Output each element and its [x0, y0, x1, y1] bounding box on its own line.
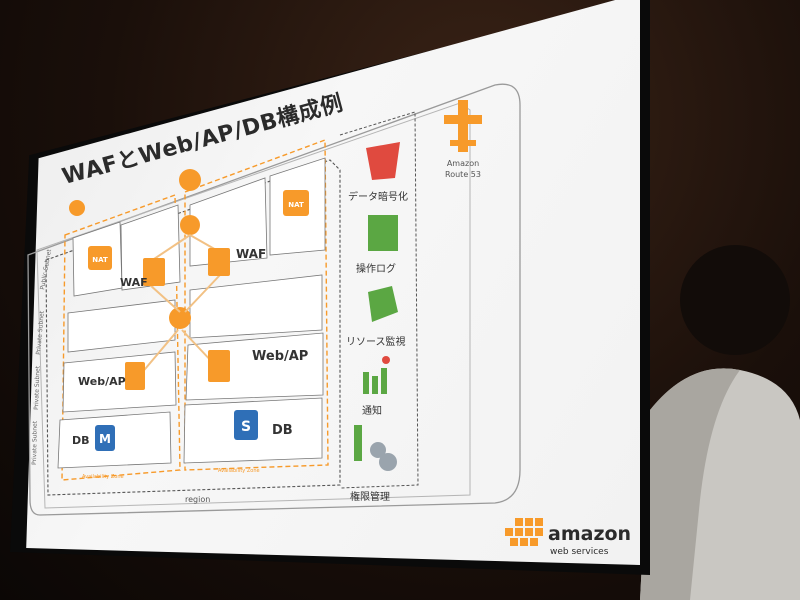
- s3-bucket-icon: [366, 142, 400, 180]
- nat-instance-right: NAT: [283, 190, 309, 216]
- waf-label: WAF: [236, 247, 266, 261]
- service-item-notification: 通知: [362, 356, 390, 417]
- svg-text:Private Subnet: Private Subnet: [35, 310, 46, 355]
- svg-text:権限管理: 権限管理: [350, 490, 390, 503]
- az-label-right: Availability Zone: [218, 468, 260, 474]
- cloud-icon: [69, 200, 85, 216]
- svg-text:S: S: [241, 419, 251, 435]
- availability-zone-right: [184, 138, 329, 471]
- svg-text:NAT: NAT: [92, 256, 108, 264]
- region-label: region: [185, 495, 210, 504]
- db-label: DB: [272, 423, 293, 438]
- svg-text:NAT: NAT: [288, 201, 304, 209]
- cloudwatch-icon: [368, 286, 398, 322]
- webap-group-right: Web/AP: [208, 349, 308, 382]
- iam-icon: [354, 425, 397, 471]
- waf-group-left: WAF: [120, 258, 165, 289]
- svg-text:通知: 通知: [362, 404, 382, 417]
- db-label: DB: [72, 434, 90, 447]
- aws-logo: amazon web services: [505, 518, 631, 557]
- brand-wordmark: amazon: [548, 523, 631, 545]
- waf-group-right: WAF: [208, 247, 266, 276]
- svg-text:M: M: [99, 432, 111, 446]
- svg-text:Private Subnet: Private Subnet: [31, 420, 39, 465]
- svg-text:web services: web services: [550, 547, 609, 557]
- route53-icon: [444, 100, 482, 152]
- svg-text:データ暗号化: データ暗号化: [348, 190, 408, 203]
- webap-group-left: Web/AP: [78, 362, 145, 390]
- webap-label: Web/AP: [252, 349, 308, 364]
- cloudtrail-icon: [368, 215, 398, 251]
- waf-label: WAF: [120, 276, 148, 289]
- load-balancer-icon: [169, 307, 191, 329]
- db-group-right: S DB: [234, 410, 293, 440]
- nat-instance-left: NAT: [88, 246, 112, 270]
- svg-text:操作ログ: 操作ログ: [356, 262, 396, 275]
- internet-gateway-icons: [69, 169, 201, 329]
- service-item-permission: 権限管理: [350, 425, 397, 503]
- svg-text:Public Subnet: Public Subnet: [39, 248, 53, 290]
- service-item-resource-monitor: リソース監視: [346, 286, 406, 348]
- webap-label: Web/AP: [78, 375, 126, 388]
- svg-text:Private Subnet: Private Subnet: [33, 365, 42, 410]
- svg-text:Route 53: Route 53: [445, 170, 481, 179]
- service-item-audit-log: 操作ログ: [356, 215, 398, 275]
- cloud-icon: [179, 169, 201, 191]
- load-balancer-icon: [180, 215, 200, 235]
- subnet-label-column: Public Subnet Private Subnet Private Sub…: [31, 248, 53, 465]
- presenter-silhouette: [640, 245, 800, 600]
- az-label-left: Availability Zone: [82, 474, 124, 480]
- route53-block: Amazon Route 53: [444, 100, 482, 179]
- svg-text:リソース監視: リソース監視: [346, 335, 406, 348]
- db-group-left: M DB: [72, 425, 115, 451]
- service-item-encryption: データ暗号化: [348, 142, 408, 203]
- sns-icon: [363, 368, 387, 394]
- svg-text:Amazon: Amazon: [447, 159, 479, 168]
